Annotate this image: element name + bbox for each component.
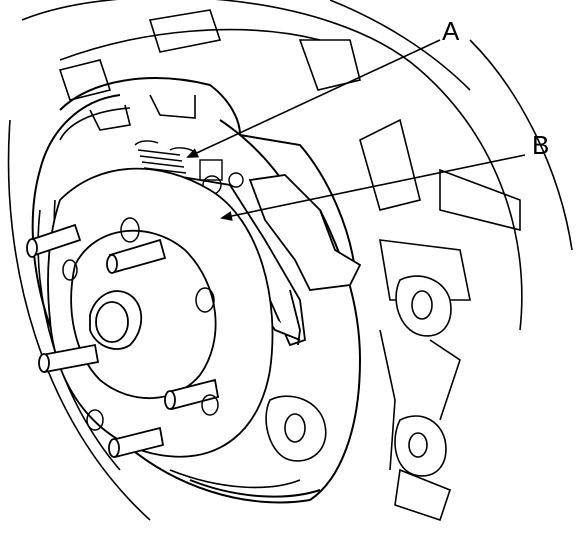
- callout-a-label: A: [442, 16, 460, 46]
- hub-holes: [62, 217, 219, 431]
- lower-hardware: [265, 275, 461, 522]
- callout-a-leader: [186, 39, 441, 158]
- wheel-studs: [26, 223, 220, 459]
- callout-b-leader: [220, 154, 526, 221]
- callout-b-label: B: [532, 130, 549, 160]
